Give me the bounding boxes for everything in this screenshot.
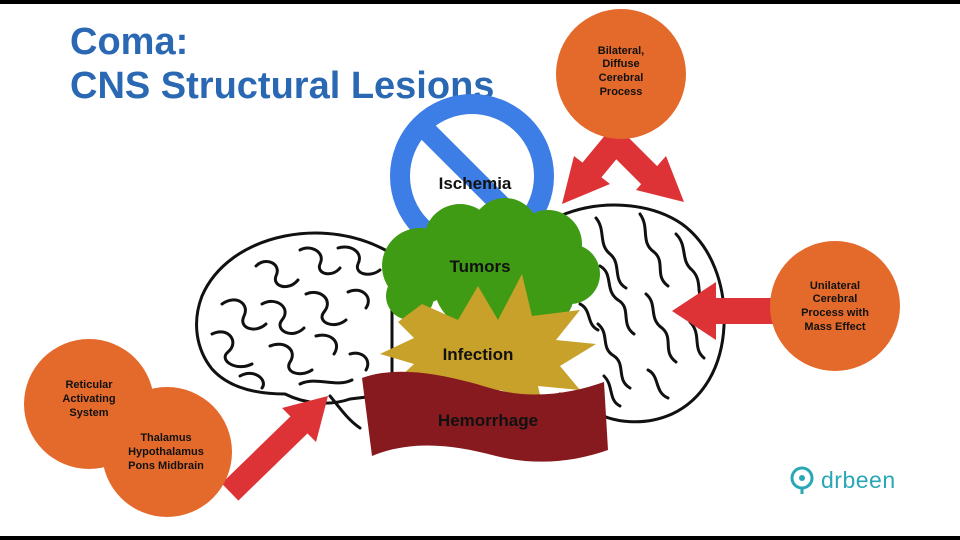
arrow-unilateral	[672, 282, 774, 340]
brain-left-illustration	[195, 231, 394, 430]
hemorrhage-shape	[362, 371, 608, 462]
infection-label: Infection	[442, 345, 514, 364]
circle-unilateral-label: Unilateral Cerebral Process with Mass Ef…	[801, 279, 869, 333]
ischemia-label: Ischemia	[438, 174, 512, 193]
brain-right-illustration	[558, 203, 726, 424]
diagram-art	[24, 9, 900, 517]
stethoscope-icon	[790, 466, 814, 494]
circle-thalamus-label: Thalamus Hypothalamus Pons Midbrain	[128, 432, 204, 472]
slide: Coma: CNS Structural Lesions	[0, 4, 960, 536]
circle-unilateral	[770, 241, 900, 371]
circle-bilateral	[556, 9, 686, 139]
circle-bilateral-label: Bilateral, Diffuse Cerebral Process	[597, 44, 645, 98]
tumors-label: Tumors	[449, 257, 511, 276]
tumors-shape	[382, 198, 600, 330]
logo-text: drbeen	[821, 466, 896, 493]
drbeen-logo: drbeen	[789, 464, 896, 496]
slide-title-line-2: CNS Structural Lesions	[70, 65, 495, 107]
circle-reticular-label: Reticular Activating System	[62, 379, 116, 419]
hemorrhage-label: Hemorrhage	[437, 411, 539, 430]
arrow-bilateral-right	[601, 127, 684, 202]
slide-title-line-1: Coma:	[70, 21, 189, 63]
circle-thalamus	[102, 387, 232, 517]
arrow-brainstem	[221, 396, 328, 501]
